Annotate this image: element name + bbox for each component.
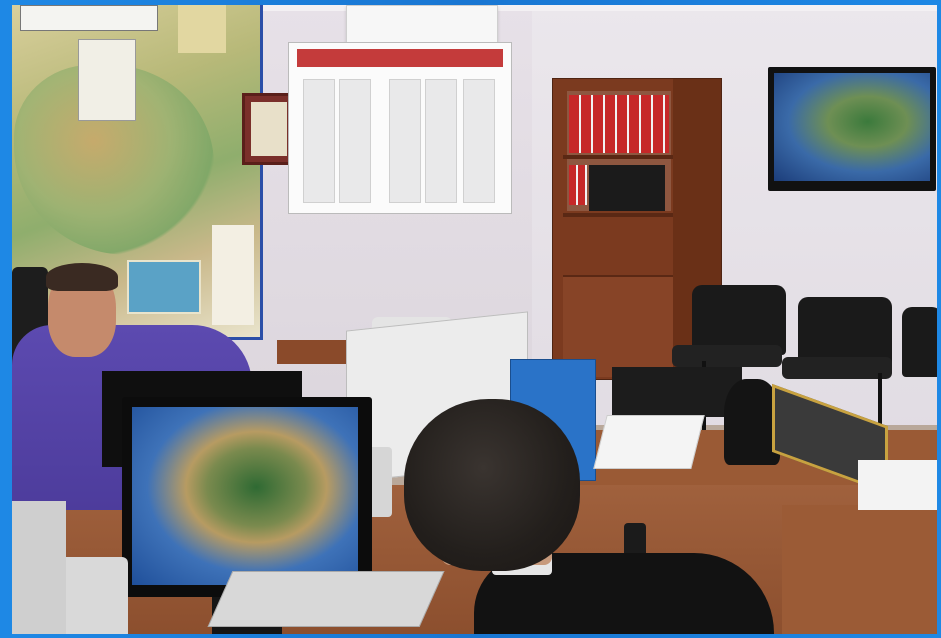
notice-board xyxy=(288,42,512,214)
desk-phone-left xyxy=(12,501,66,634)
wall-tv-screen-satellite-map xyxy=(774,73,930,181)
framed-certificate xyxy=(242,93,296,165)
certificate-paper xyxy=(251,102,287,156)
monitor-screen-satellite-map xyxy=(132,407,358,585)
chair-leg xyxy=(878,373,882,443)
paper-stack xyxy=(858,460,937,510)
bookshelf xyxy=(552,78,722,380)
office-photo xyxy=(12,5,937,634)
air-conditioner xyxy=(346,5,498,49)
notice-sheet xyxy=(303,79,335,203)
chair-seat xyxy=(672,345,782,367)
red-binders xyxy=(569,165,587,205)
speaker xyxy=(60,557,128,634)
map-legend xyxy=(78,39,136,121)
map-title-panel xyxy=(20,5,158,31)
chair-seat xyxy=(782,357,892,379)
wall-tv xyxy=(768,67,936,191)
visitor-chair xyxy=(692,285,786,355)
map-emblem xyxy=(178,5,226,53)
notice-board-header xyxy=(297,49,503,67)
statuette xyxy=(724,379,780,465)
printer xyxy=(612,367,742,417)
notice-sheet xyxy=(339,79,371,203)
paper-stack xyxy=(593,415,705,469)
notice-sheet xyxy=(463,79,495,203)
visitor-chair xyxy=(902,307,937,377)
shelf-board xyxy=(563,155,673,159)
keyboard xyxy=(207,571,445,627)
young-man-head xyxy=(404,399,580,571)
visitor-chair xyxy=(798,297,892,367)
man-hair xyxy=(46,263,118,291)
wall-map xyxy=(12,5,263,340)
map-legend-secondary xyxy=(212,225,254,325)
notice-sheet xyxy=(389,79,421,203)
computer-monitor xyxy=(122,397,372,597)
right-desk xyxy=(782,505,937,634)
map-inset xyxy=(127,260,201,314)
notice-sheet xyxy=(425,79,457,203)
shelf-board xyxy=(563,213,673,217)
shelf-monitor xyxy=(589,165,665,211)
red-binders xyxy=(569,95,669,153)
